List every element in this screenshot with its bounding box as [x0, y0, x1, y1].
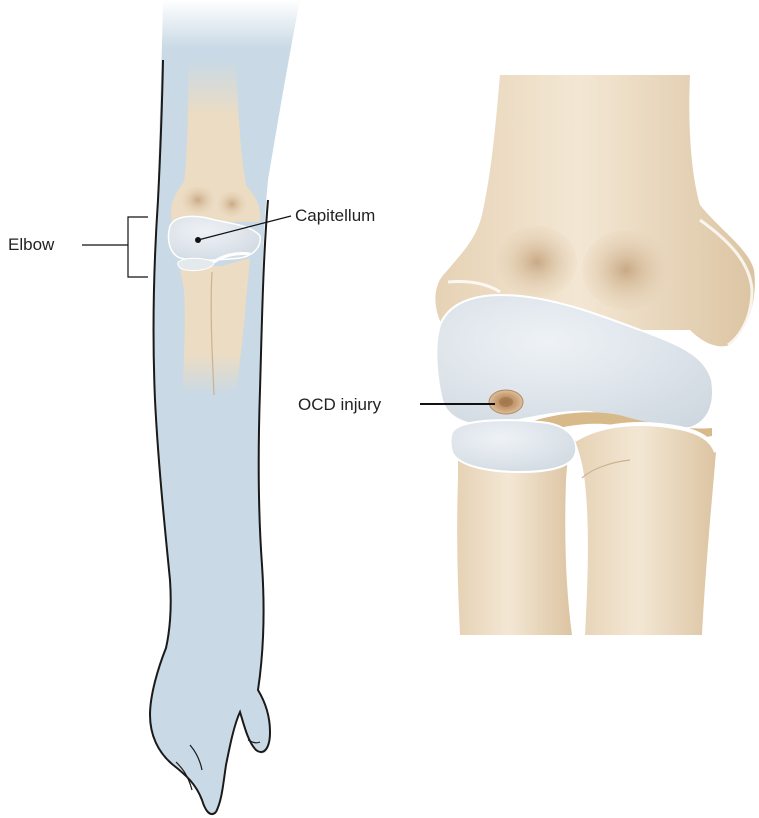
fossa-left: [497, 226, 577, 298]
radial-head: [451, 420, 577, 472]
capitellum-label: Capitellum: [295, 206, 375, 225]
elbow-closeup-illustration: [435, 75, 755, 635]
capitellum-pointer-dot: [195, 237, 201, 243]
elbow-label: Elbow: [8, 235, 55, 254]
ocd-injury-label: OCD injury: [298, 395, 382, 414]
arm-illustration: [150, 0, 300, 814]
ulna-large: [575, 426, 716, 635]
elbow-bracket: [128, 217, 148, 277]
radius-large: [457, 455, 572, 635]
fossa-right: [582, 230, 670, 310]
elbow-label-group: Elbow: [8, 217, 148, 277]
